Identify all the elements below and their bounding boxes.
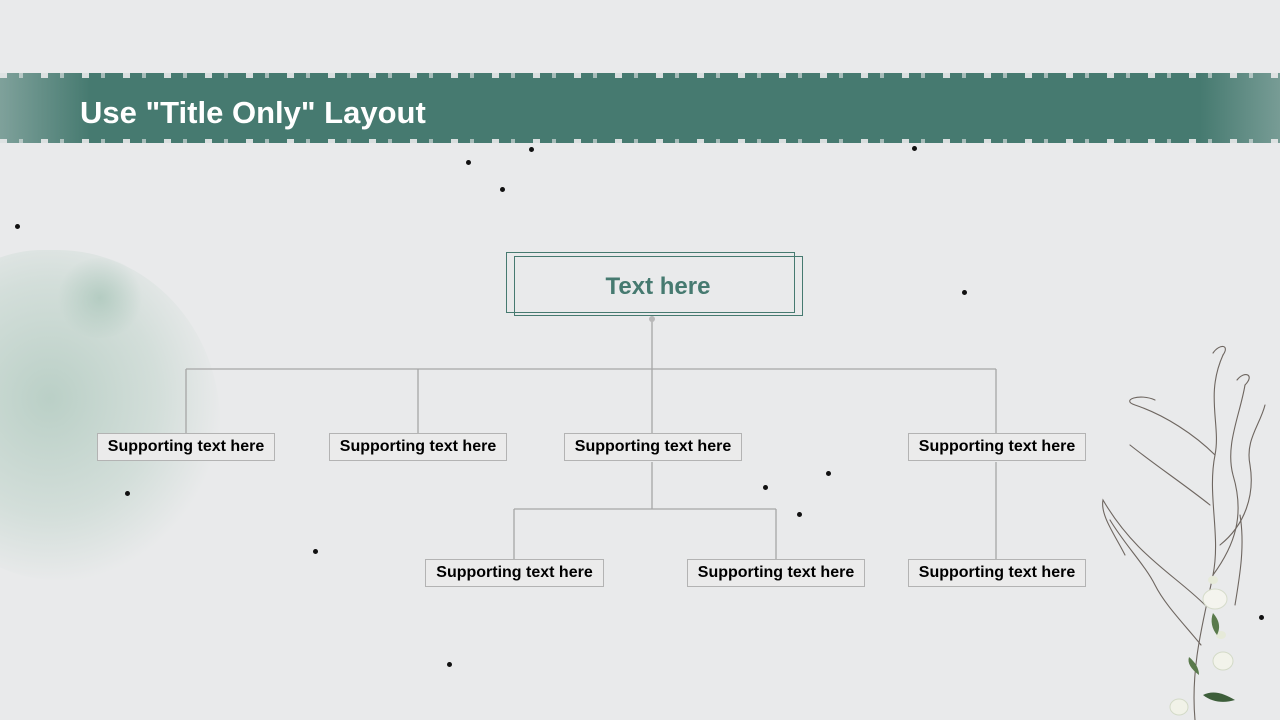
brush-edge-bottom <box>0 139 1280 145</box>
root-frame-back <box>506 252 795 313</box>
decor-dot <box>962 290 967 295</box>
title-band <box>0 72 1280 145</box>
connector-anchor <box>649 316 655 322</box>
decor-dot <box>529 147 534 152</box>
decor-dot <box>763 485 768 490</box>
decor-dot <box>313 549 318 554</box>
decor-dot <box>826 471 831 476</box>
brush-edge-top <box>0 72 1280 78</box>
brush-edge-left <box>0 73 90 143</box>
level1-node-1[interactable]: Supporting text here <box>97 433 275 461</box>
decor-dot <box>1259 615 1264 620</box>
decor-dot <box>912 146 917 151</box>
decor-dot <box>447 662 452 667</box>
root-node[interactable]: Text here <box>605 273 711 300</box>
level1-node-2[interactable]: Supporting text here <box>329 433 507 461</box>
slide-title[interactable]: Use "Title Only" Layout <box>80 95 426 130</box>
decor-dot <box>500 187 505 192</box>
level2-node-3[interactable]: Supporting text here <box>908 559 1086 587</box>
root-frame-front <box>514 256 803 316</box>
decor-dot <box>125 491 130 496</box>
decor-dot <box>15 224 20 229</box>
level1-node-3[interactable]: Supporting text here <box>564 433 742 461</box>
watercolor-splash-accent <box>55 258 145 338</box>
white-flower-branch-icon <box>1102 345 1266 720</box>
decor-dot <box>466 160 471 165</box>
level2-node-2[interactable]: Supporting text here <box>687 559 865 587</box>
brush-edge-right <box>1200 73 1280 143</box>
level2-node-1[interactable]: Supporting text here <box>425 559 604 587</box>
level1-node-4[interactable]: Supporting text here <box>908 433 1086 461</box>
decor-dot <box>797 512 802 517</box>
